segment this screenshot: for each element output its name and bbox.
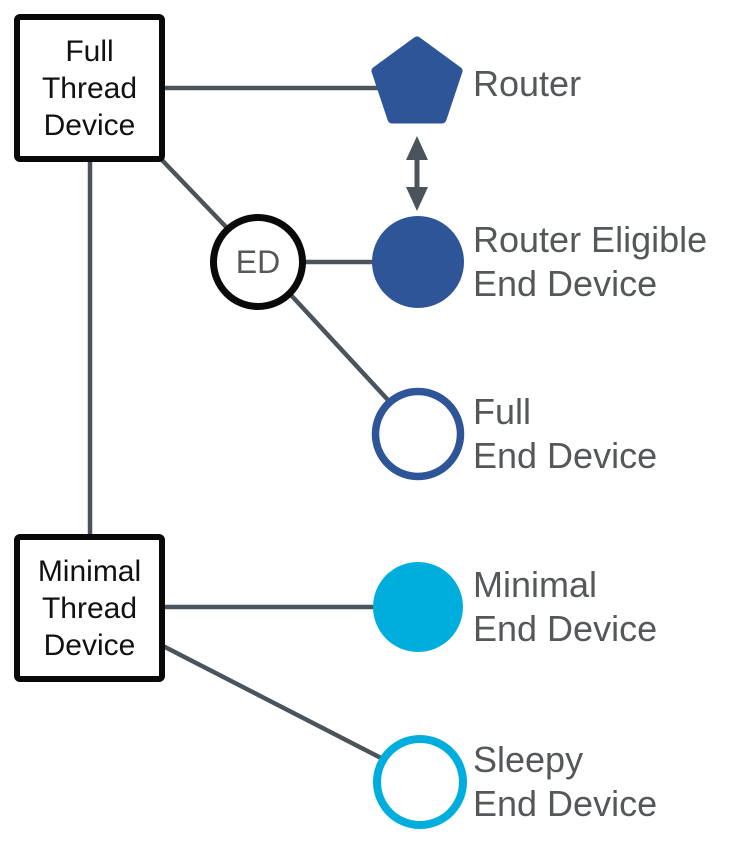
sleepy-end-device-label: Sleepy End Device [473,738,657,826]
minimal-thread-device-label-line2: Thread [41,591,138,625]
full-thread-device-label-line1: Full [65,34,114,68]
router-eligible-end-device-label: Router Eligible End Device [473,218,707,306]
minimal-thread-device-box: Minimal Thread Device [14,534,165,682]
router-label: Router [473,62,581,106]
router-pentagon-icon [371,36,463,124]
full-thread-device-label-line2: Thread [41,71,138,105]
minimal-thread-device-label-line3: Device [43,628,136,662]
full-end-device-icon [371,387,465,481]
ed-badge: ED [210,214,306,310]
minimal-end-device-label-line2: End Device [473,608,658,649]
router-eligible-end-device-label-line2: End Device [473,263,658,304]
connector-ftd-ed [158,156,230,231]
router-eligible-end-device-icon [372,216,464,308]
connector-ed-fed [288,292,390,402]
sleepy-end-device-icon [373,735,467,829]
sleepy-end-device-label-line1: Sleepy [473,739,584,780]
minimal-end-device-label-line1: Minimal [473,564,598,605]
full-thread-device-label-line3: Device [43,108,136,142]
minimal-end-device-label: Minimal End Device [473,563,657,651]
full-end-device-label: Full End Device [473,390,657,478]
full-thread-device-box: Full Thread Device [14,14,165,162]
full-end-device-label-line2: End Device [473,435,658,476]
double-arrow-icon [406,136,428,211]
full-end-device-label-line1: Full [473,391,532,432]
router-label-text: Router [473,63,582,104]
minimal-end-device-icon [373,562,463,652]
sleepy-end-device-label-line2: End Device [473,783,658,824]
connector-mtd-sed [161,643,383,761]
ed-badge-label: ED [235,243,281,280]
router-eligible-end-device-label-line1: Router Eligible [473,219,708,260]
minimal-thread-device-label-line1: Minimal [37,554,142,588]
